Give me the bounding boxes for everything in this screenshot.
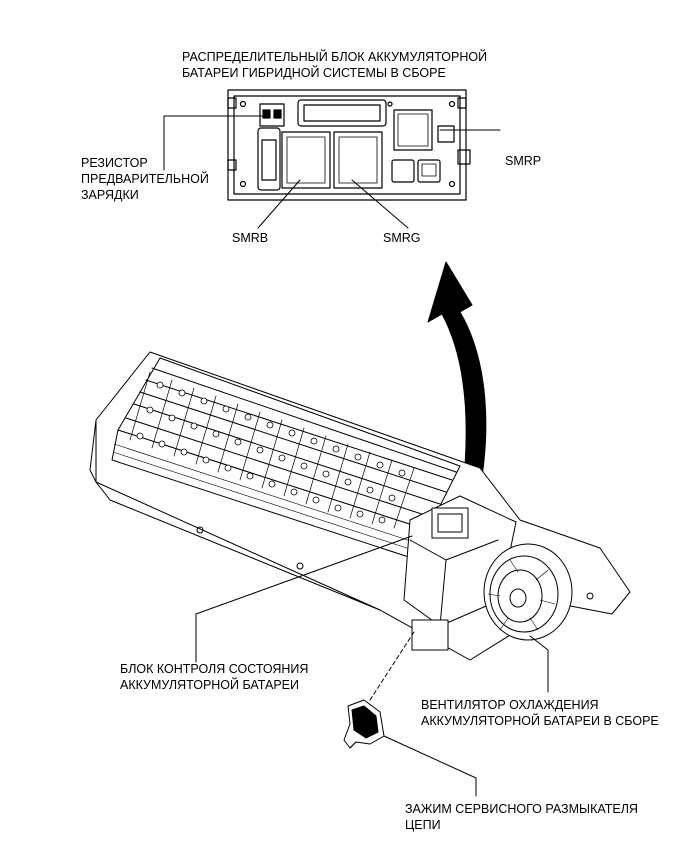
cooling-fan-label: ВЕНТИЛЯТОР ОХЛАЖДЕНИЯ АККУМУЛЯТОРНОЙ БАТ… (421, 697, 659, 729)
service-plug-clamp-label-line2: ЦЕПИ (405, 818, 441, 832)
bottom-leader-lines (195, 535, 549, 797)
smrp-label: SMRP (505, 154, 542, 168)
cooling-fan-label-line2: АККУМУЛЯТОРНОЙ БАТАРЕИ В СБОРЕ (421, 714, 659, 728)
distribution-block-drawing (227, 89, 471, 201)
cooling-fan-label-line1: ВЕНТИЛЯТОР ОХЛАЖДЕНИЯ (421, 698, 599, 712)
distribution-block-label-line1: РАСПРЕДЕЛИТЕЛЬНЫЙ БЛОК АККУМУЛЯТОРНОЙ (182, 50, 488, 64)
smrb-label: SMRB (232, 231, 269, 245)
precharge-resistor-label-line2: ПРЕДВАРИТЕЛЬНОЙ (81, 172, 209, 186)
smrg-label: SMRG (383, 231, 421, 245)
top-leader-lines (163, 115, 501, 229)
curved-arrow (427, 261, 487, 501)
battery-monitor-label-line1: БЛОК КОНТРОЛЯ СОСТОЯНИЯ (120, 662, 309, 676)
precharge-resistor-label: РЕЗИСТОР ПРЕДВАРИТЕЛЬНОЙ ЗАРЯДКИ (81, 155, 209, 203)
cell-separators (129, 371, 415, 529)
front-ribs (112, 443, 427, 555)
service-plug-clamp-drawing (343, 699, 385, 749)
service-plug-clamp-label: ЗАЖИМ СЕРВИСНОГО РАЗМЫКАТЕЛЯ ЦЕПИ (405, 801, 638, 833)
battery-monitor-label: БЛОК КОНТРОЛЯ СОСТОЯНИЯ АККУМУЛЯТОРНОЙ Б… (120, 661, 308, 693)
terminal-bolts (136, 381, 406, 524)
battery-monitor-label-line2: АККУМУЛЯТОРНОЙ БАТАРЕИ (120, 678, 299, 692)
service-plug-clamp-label-line1: ЗАЖИМ СЕРВИСНОГО РАЗМЫКАТЕЛЯ (405, 802, 638, 816)
distribution-block-label-line2: БАТАРЕИ ГИБРИДНОЙ СИСТЕМЫ В СБОРЕ (182, 66, 446, 80)
cooling-fan-drawing (483, 543, 573, 641)
battery-pack-drawing (89, 351, 631, 661)
clamp-dashed-line (369, 631, 415, 701)
precharge-resistor-label-line1: РЕЗИСТОР (81, 156, 148, 170)
precharge-resistor-label-line3: ЗАРЯДКИ (81, 188, 139, 202)
distribution-block-label: РАСПРЕДЕЛИТЕЛЬНЫЙ БЛОК АККУМУЛЯТОРНОЙ БА… (182, 49, 487, 81)
